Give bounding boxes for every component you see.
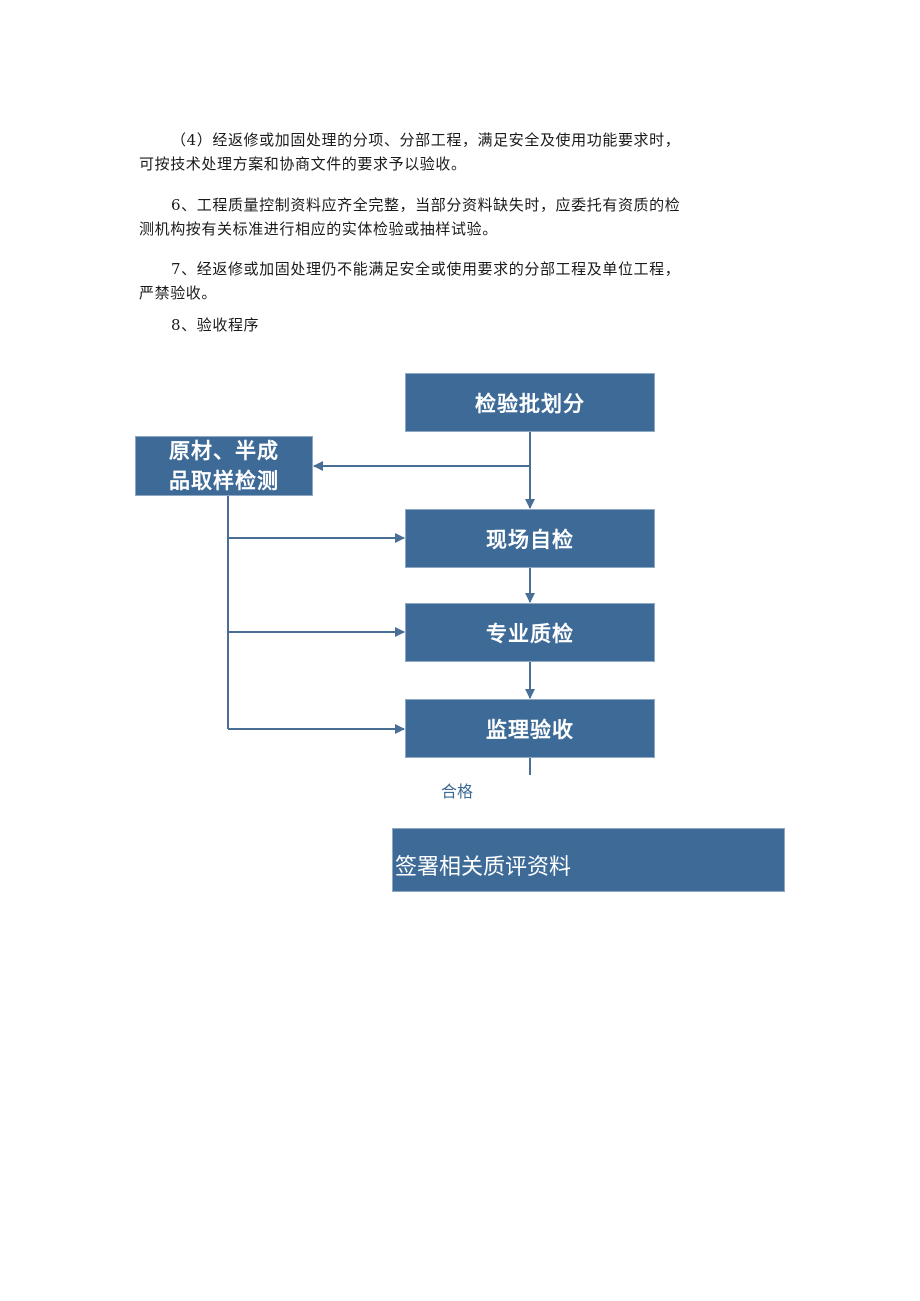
node-material-sampling-line2: 品取样检测 xyxy=(169,469,279,493)
paragraph-6-line1: 6、工程质量控制资料应齐全完整，当部分资料缺失时，应委托有资质的检 xyxy=(171,196,681,214)
paragraph-7: 7、经返修或加固处理仍不能满足安全或使用要求的分部工程及单位工程， 严禁验收。 xyxy=(139,257,799,305)
paragraph-6: 6、工程质量控制资料应齐全完整，当部分资料缺失时，应委托有资质的检 测机构按有关… xyxy=(139,193,799,241)
node-material-sampling: 原材、半成 品取样检测 xyxy=(136,437,312,495)
node-material-sampling-line1: 原材、半成 xyxy=(169,439,279,463)
node-professional-check-label: 专业质检 xyxy=(486,621,574,646)
node-batch-division: 检验批划分 xyxy=(406,374,654,431)
paragraph-6-line2: 测机构按有关标准进行相应的实体检验或抽样试验。 xyxy=(139,220,498,238)
node-sign-documents: 签署相关质评资料 xyxy=(393,829,784,891)
paragraph-7-line2: 严禁验收。 xyxy=(139,284,218,302)
node-site-self-check: 现场自检 xyxy=(406,510,654,567)
node-professional-check: 专业质检 xyxy=(406,604,654,661)
paragraph-7-line1: 7、经返修或加固处理仍不能满足安全或使用要求的分部工程及单位工程， xyxy=(171,260,681,278)
node-batch-division-label: 检验批划分 xyxy=(475,391,585,416)
paragraph-4: （4）经返修或加固处理的分项、分部工程，满足安全及使用功能要求时， 可按技术处理… xyxy=(139,128,799,176)
paragraph-4-line1: （4）经返修或加固处理的分项、分部工程，满足安全及使用功能要求时， xyxy=(171,131,681,149)
paragraph-8-heading: 8、验收程序 xyxy=(139,313,799,337)
paragraph-4-line2: 可按技术处理方案和协商文件的要求予以验收。 xyxy=(139,155,467,173)
node-site-self-check-label: 现场自检 xyxy=(486,527,574,552)
node-supervision-acceptance: 监理验收 xyxy=(406,700,654,757)
paragraph-8-line1: 8、验收程序 xyxy=(171,316,260,334)
node-supervision-acceptance-label: 监理验收 xyxy=(486,717,574,742)
node-sign-documents-label: 签署相关质评资料 xyxy=(395,855,572,880)
edge-label-qualified: 合格 xyxy=(441,782,474,801)
